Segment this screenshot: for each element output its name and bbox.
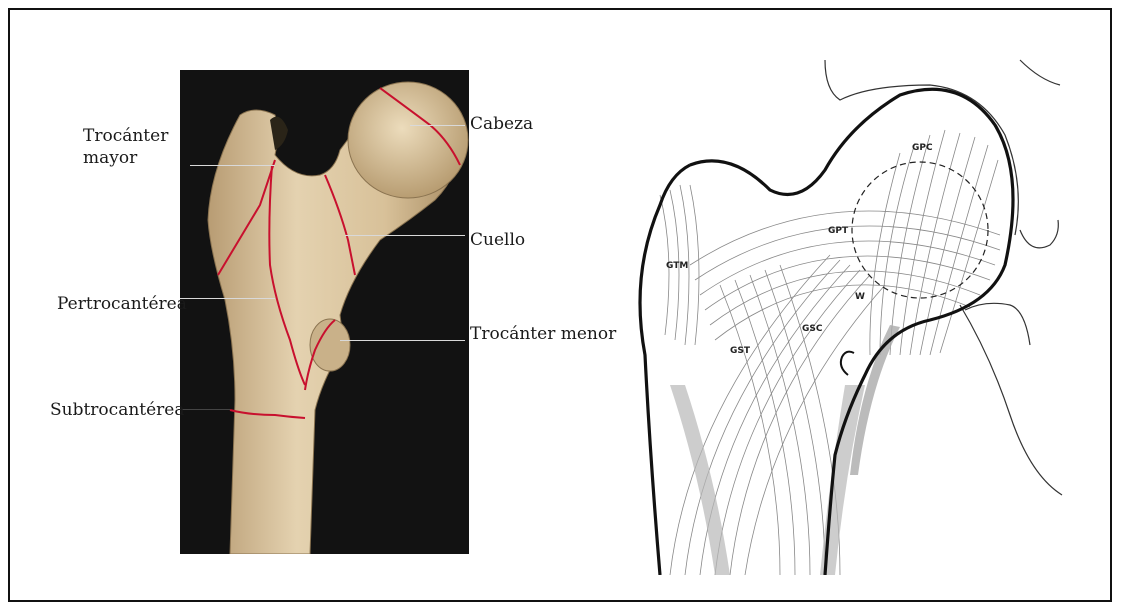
trabecular-diagram: GPC GPT GTM GST GSC W <box>630 55 1070 575</box>
label-trocanter-mayor-line1: Trocánter <box>83 125 168 147</box>
label-trocanter-mayor-line2: mayor <box>83 147 168 169</box>
label-gst: GST <box>730 346 751 356</box>
leader-subtrocanterea <box>178 409 230 410</box>
label-gpc: GPC <box>912 143 933 153</box>
leader-pertrocanterea <box>180 298 275 299</box>
leader-cabeza <box>410 125 465 126</box>
leader-trocanter-menor <box>340 340 465 341</box>
label-gsc: GSC <box>802 324 823 334</box>
label-trocanter-menor: Trocánter menor <box>470 323 616 345</box>
label-gtm: GTM <box>666 261 688 271</box>
calcar-mark <box>841 352 854 375</box>
label-subtrocanterea: Subtrocantérea <box>50 399 185 421</box>
cortical-band-left <box>670 385 730 575</box>
label-pertrocanterea: Pertrocantérea <box>57 293 187 315</box>
label-cuello: Cuello <box>470 229 525 251</box>
femoral-head <box>348 82 468 198</box>
label-trocanter-mayor: Trocánter mayor <box>83 125 168 169</box>
label-gpt: GPT <box>828 226 849 236</box>
label-w: W <box>855 292 865 302</box>
leader-cuello <box>345 235 465 236</box>
femur-illustration <box>180 70 469 554</box>
femur-photo <box>180 70 469 554</box>
label-cabeza: Cabeza <box>470 113 533 135</box>
lesser-trochanter <box>310 319 350 371</box>
leader-trocanter-mayor <box>190 165 275 166</box>
